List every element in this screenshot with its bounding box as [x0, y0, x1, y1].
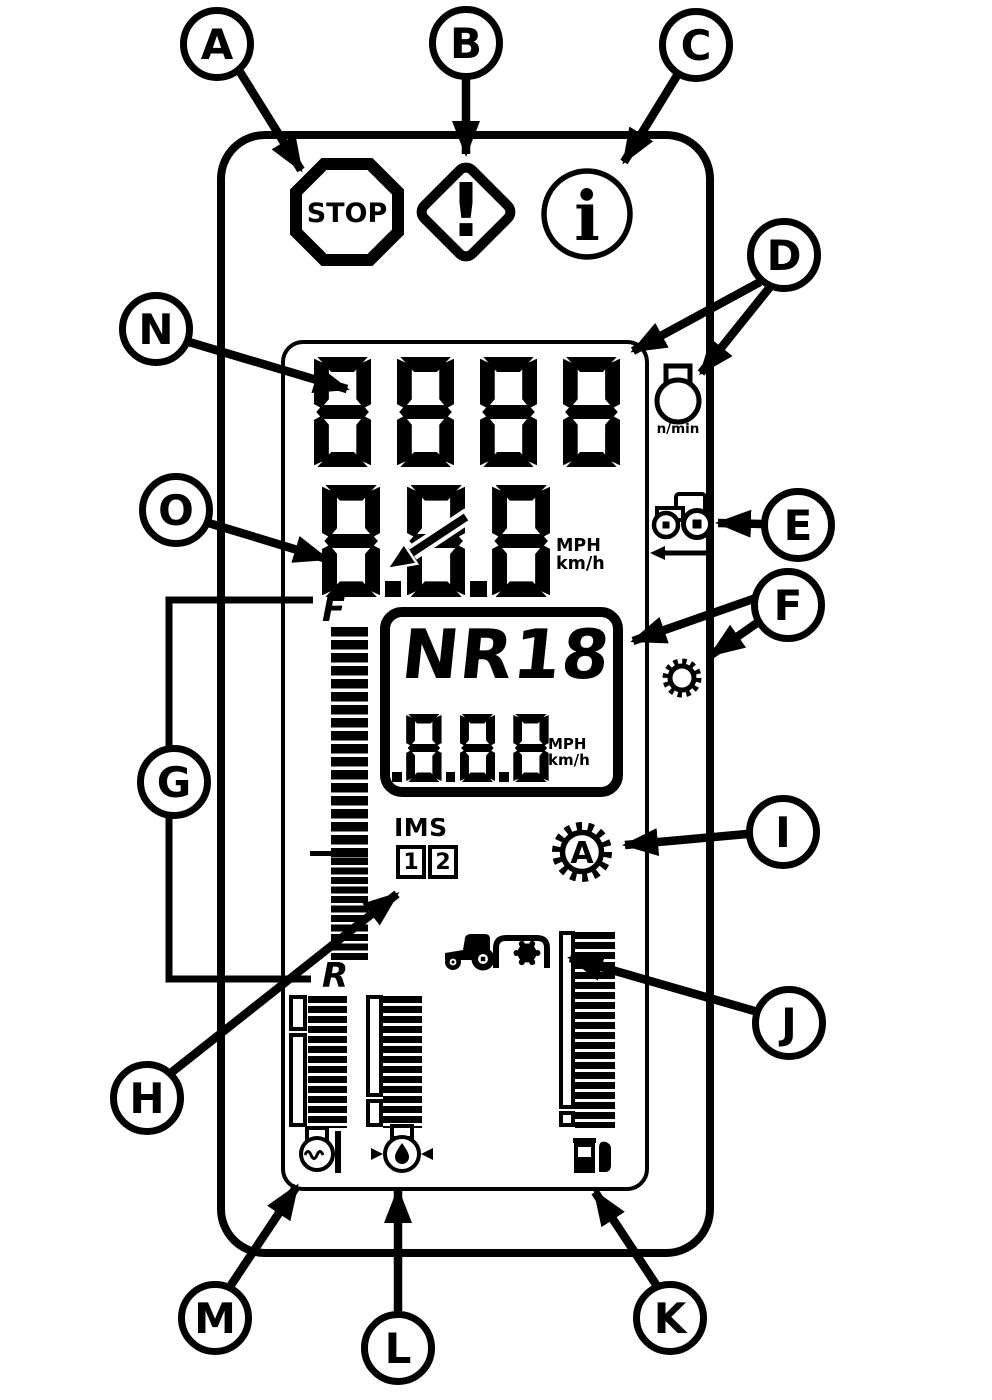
middle-gauge-column	[366, 995, 383, 1097]
direction-gauge-lower-bars	[331, 858, 368, 960]
left-gauge-column	[289, 1033, 307, 1127]
info-mark: i	[574, 177, 600, 257]
middle-gauge-bottom-segment	[366, 1099, 383, 1127]
gear-display-window: NR18 MPH km/h	[380, 607, 623, 797]
gear-text: NR18	[398, 616, 615, 695]
gear-speed-units: MPH km/h	[548, 735, 590, 769]
callout-g: G	[137, 745, 211, 819]
callout-n: N	[119, 292, 193, 366]
rpm-unit-label: n/min	[656, 421, 700, 437]
ims-box-1: 1	[396, 845, 426, 879]
unit-kmh: km/h	[556, 554, 605, 575]
auto-gear-letter: A	[570, 836, 594, 871]
ground-speed-digits	[322, 485, 551, 597]
fuel-gauge-bars	[575, 932, 615, 1128]
gear-icon	[662, 658, 702, 698]
callout-i: I	[746, 795, 820, 869]
callout-f: F	[751, 568, 825, 642]
gear-speed-digits	[392, 714, 549, 782]
oil-temperature-icon	[371, 1124, 433, 1173]
callout-l: L	[361, 1311, 435, 1385]
info-icon: i	[541, 168, 633, 260]
callout-k: K	[633, 1281, 707, 1355]
stop-label: STOP	[307, 198, 388, 229]
coolant-temperature-icon	[299, 1126, 341, 1173]
middle-gauge-bars	[383, 996, 422, 1128]
reverse-label: R	[322, 956, 349, 996]
warning-mark: !	[449, 168, 483, 254]
ims-label: IMS	[394, 813, 448, 842]
gear-unit-kmh: km/h	[548, 750, 590, 769]
unit-mph: MPH	[556, 536, 601, 556]
engine-rpm-digits	[314, 357, 620, 467]
stop-icon: STOP	[290, 158, 404, 266]
direction-gauge-upper-bars	[331, 627, 368, 858]
fuel-pump-icon	[573, 1138, 612, 1173]
callout-o: O	[139, 473, 213, 547]
forward-label: F	[322, 590, 346, 630]
fuel-gauge-bottom-segment	[559, 1111, 575, 1127]
callout-arrow-e	[715, 509, 763, 538]
callout-c: C	[659, 8, 733, 82]
callout-a: A	[180, 7, 254, 81]
tractor-implement-icon	[445, 934, 550, 971]
left-gauge-top-segment	[289, 995, 307, 1031]
callout-h: H	[110, 1061, 184, 1135]
warning-icon: !	[416, 162, 516, 262]
speed-units: MPH km/h	[556, 537, 605, 574]
direction-gauge-center-tick	[310, 851, 331, 856]
callout-e: E	[761, 488, 835, 562]
gear-unit-mph: MPH	[548, 735, 587, 753]
callout-d: D	[747, 218, 821, 292]
fuel-gauge-column	[559, 931, 575, 1109]
callout-m: M	[178, 1281, 252, 1355]
callout-j: J	[752, 986, 826, 1060]
ims-box-2: 2	[428, 845, 458, 879]
callout-arrow-f2	[708, 619, 760, 659]
left-gauge-bars	[308, 996, 347, 1128]
auto-shift-gear-icon: A	[552, 822, 612, 882]
reverse-direction-icon	[650, 492, 712, 560]
callout-b: B	[429, 6, 503, 80]
engine-speed-icon	[654, 363, 702, 425]
